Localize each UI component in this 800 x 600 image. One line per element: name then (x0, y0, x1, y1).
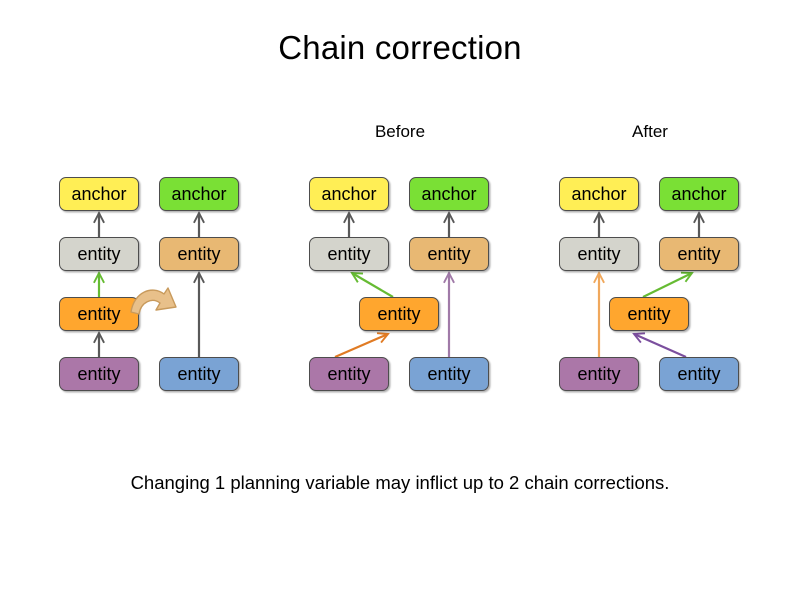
node-label: entity (177, 244, 221, 264)
initial-entity-right-upper[interactable]: entity (159, 237, 239, 271)
before-anchor-left[interactable]: anchor (309, 177, 389, 211)
node-label: anchor (71, 184, 127, 204)
before-entity-center-mid[interactable]: entity (359, 297, 439, 331)
node-label: entity (577, 244, 621, 264)
initial-anchor-right[interactable]: anchor (159, 177, 239, 211)
node-label: anchor (321, 184, 377, 204)
after-entity-right-lower[interactable]: entity (659, 357, 739, 391)
before-anchor-right[interactable]: anchor (409, 177, 489, 211)
node-label: entity (627, 304, 671, 324)
initial-entity-left-lower[interactable]: entity (59, 357, 139, 391)
after-anchor-left[interactable]: anchor (559, 177, 639, 211)
node-label: anchor (171, 184, 227, 204)
node-label: entity (77, 304, 121, 324)
node-label: entity (177, 364, 221, 384)
node-label: anchor (421, 184, 477, 204)
after-arrow-mid-to-upper-right (642, 271, 694, 298)
initial-arrow-entity-to-anchor-right (193, 210, 205, 237)
node-label: entity (327, 244, 371, 264)
after-entity-right-upper[interactable]: entity (659, 237, 739, 271)
after-entity-left-lower[interactable]: entity (559, 357, 639, 391)
initial-arrow-entity-to-anchor-left (93, 210, 105, 237)
after-arrow-lower-to-upper-left (593, 270, 605, 357)
node-label: entity (327, 364, 371, 384)
after-entity-center-mid[interactable]: entity (609, 297, 689, 331)
node-label: anchor (671, 184, 727, 204)
diagram-caption: Changing 1 planning variable may inflict… (130, 472, 670, 493)
initial-entity-left-mid[interactable]: entity (59, 297, 139, 331)
node-label: entity (677, 244, 721, 264)
phase-label-after: After (632, 122, 668, 141)
node-label: entity (577, 364, 621, 384)
initial-anchor-left[interactable]: anchor (59, 177, 139, 211)
after-anchor-right[interactable]: anchor (659, 177, 739, 211)
after-arrow-lower-to-mid-center (632, 332, 687, 359)
initial-arrow-mid-to-upper-left (93, 270, 105, 297)
node-label: entity (377, 304, 421, 324)
after-arrow-entity-to-anchor-right (693, 210, 705, 237)
before-arrow-lower-to-upper-right (443, 270, 455, 357)
before-arrow-lower-to-mid-center (334, 332, 390, 359)
before-entity-right-lower[interactable]: entity (409, 357, 489, 391)
initial-entity-left-upper[interactable]: entity (59, 237, 139, 271)
initial-arrow-lower-to-mid-left (93, 330, 105, 357)
node-label: entity (77, 364, 121, 384)
before-entity-right-upper[interactable]: entity (409, 237, 489, 271)
before-arrow-entity-to-anchor-left (343, 210, 355, 237)
before-arrow-mid-to-upper-left (350, 271, 394, 298)
node-label: entity (677, 364, 721, 384)
node-label: entity (427, 244, 471, 264)
before-entity-left-upper[interactable]: entity (309, 237, 389, 271)
page-title: Chain correction (278, 29, 522, 66)
initial-entity-right-lower[interactable]: entity (159, 357, 239, 391)
node-label: anchor (571, 184, 627, 204)
before-arrow-entity-to-anchor-right (443, 210, 455, 237)
phase-label-before: Before (374, 122, 426, 141)
after-arrow-entity-to-anchor-left (593, 210, 605, 237)
before-entity-left-lower[interactable]: entity (309, 357, 389, 391)
after-entity-left-upper[interactable]: entity (559, 237, 639, 271)
node-label: entity (427, 364, 471, 384)
initial-arrow-lower-to-upper-right (193, 270, 205, 357)
node-label: entity (77, 244, 121, 264)
